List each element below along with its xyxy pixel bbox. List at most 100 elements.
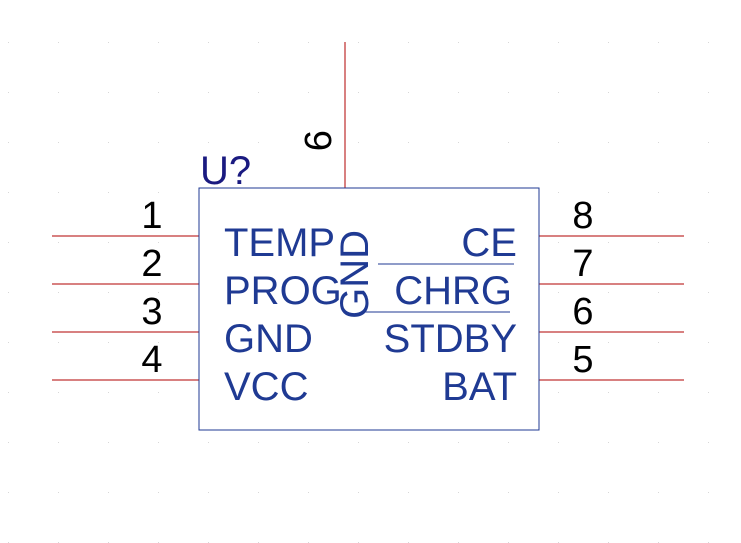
grid-dot <box>58 442 59 443</box>
grid-dot <box>608 92 609 93</box>
grid-dot <box>508 92 509 93</box>
grid-dot <box>58 192 59 193</box>
grid-dot <box>708 492 709 493</box>
grid-dot <box>208 442 209 443</box>
grid-dot <box>608 42 609 43</box>
pin-2-number: 2 <box>141 243 162 285</box>
grid-dot <box>558 292 559 293</box>
component-body[interactable] <box>198 187 540 431</box>
grid-dot <box>58 342 59 343</box>
grid-dot <box>258 442 259 443</box>
grid-dot <box>8 142 9 143</box>
grid-dot <box>558 442 559 443</box>
grid-dot <box>158 442 159 443</box>
grid-dot <box>658 392 659 393</box>
grid-dot <box>108 342 109 343</box>
grid-dot <box>308 92 309 93</box>
grid-dot <box>8 392 9 393</box>
grid-dot <box>508 142 509 143</box>
grid-dot <box>208 492 209 493</box>
grid-dot <box>58 392 59 393</box>
grid-dot <box>608 142 609 143</box>
grid-dot <box>358 42 359 43</box>
grid-dot <box>708 142 709 143</box>
grid-dot <box>558 392 559 393</box>
pin-9-number: 9 <box>296 130 338 151</box>
grid-dot <box>8 342 9 343</box>
grid-dot <box>608 292 609 293</box>
grid-dot <box>658 192 659 193</box>
reference-designator[interactable]: U? <box>200 149 251 193</box>
grid-dot <box>58 142 59 143</box>
grid-dot <box>8 442 9 443</box>
pin-7-number: 7 <box>572 243 593 285</box>
grid-dot <box>258 492 259 493</box>
grid-dot <box>708 292 709 293</box>
grid-dot <box>508 442 509 443</box>
grid-dot <box>8 42 9 43</box>
pin-3-number: 3 <box>141 291 162 333</box>
grid-dot <box>208 142 209 143</box>
grid-dot <box>158 242 159 243</box>
grid-dot <box>458 42 459 43</box>
grid-dot <box>108 242 109 243</box>
grid-dot <box>108 42 109 43</box>
grid-dot <box>108 292 109 293</box>
grid-dot <box>708 242 709 243</box>
grid-dot <box>558 342 559 343</box>
grid-dot <box>8 242 9 243</box>
pin-6-number: 6 <box>572 291 593 333</box>
grid-dot <box>608 192 609 193</box>
grid-dot <box>408 142 409 143</box>
pin-3-name: GND <box>224 317 313 361</box>
grid-dot <box>308 492 309 493</box>
grid-dot <box>708 342 709 343</box>
grid-dot <box>8 92 9 93</box>
pin-5-name: BAT <box>442 365 517 409</box>
grid-dot <box>658 442 659 443</box>
grid-dot <box>108 92 109 93</box>
grid-dot <box>158 492 159 493</box>
grid-dot <box>308 142 309 143</box>
pin-9-name: GND <box>333 230 377 319</box>
grid-dot <box>108 442 109 443</box>
grid-dot <box>558 492 559 493</box>
grid-dot <box>108 192 109 193</box>
grid-dot <box>8 492 9 493</box>
grid-dot <box>408 442 409 443</box>
grid-dot <box>408 42 409 43</box>
grid-dot <box>158 42 159 43</box>
grid-dot <box>158 192 159 193</box>
grid-dot <box>708 92 709 93</box>
pin-6-name: STDBY <box>384 317 517 361</box>
grid-dot <box>658 292 659 293</box>
grid-dot <box>458 142 459 143</box>
grid-dot <box>658 342 659 343</box>
grid-dot <box>258 142 259 143</box>
pin-8-number: 8 <box>572 195 593 237</box>
pin-7-name: CHRG <box>394 269 512 313</box>
grid-dot <box>708 192 709 193</box>
grid-dot <box>158 292 159 293</box>
grid-dot <box>58 42 59 43</box>
grid-dot <box>108 492 109 493</box>
grid-dot <box>558 242 559 243</box>
grid-dot <box>558 42 559 43</box>
grid-dot <box>208 42 209 43</box>
grid-dot <box>58 492 59 493</box>
grid-dot <box>708 442 709 443</box>
grid-dot <box>458 442 459 443</box>
grid-dot <box>108 142 109 143</box>
pin-1-number: 1 <box>141 195 162 237</box>
grid-dot <box>658 142 659 143</box>
grid-dot <box>358 492 359 493</box>
grid-dot <box>8 292 9 293</box>
pin-8-name: CE <box>461 221 517 265</box>
grid-dot <box>108 392 109 393</box>
grid-dot <box>58 92 59 93</box>
grid-dot <box>508 492 509 493</box>
pin-4-number: 4 <box>141 339 162 381</box>
grid-dot <box>658 492 659 493</box>
grid-dot <box>308 42 309 43</box>
